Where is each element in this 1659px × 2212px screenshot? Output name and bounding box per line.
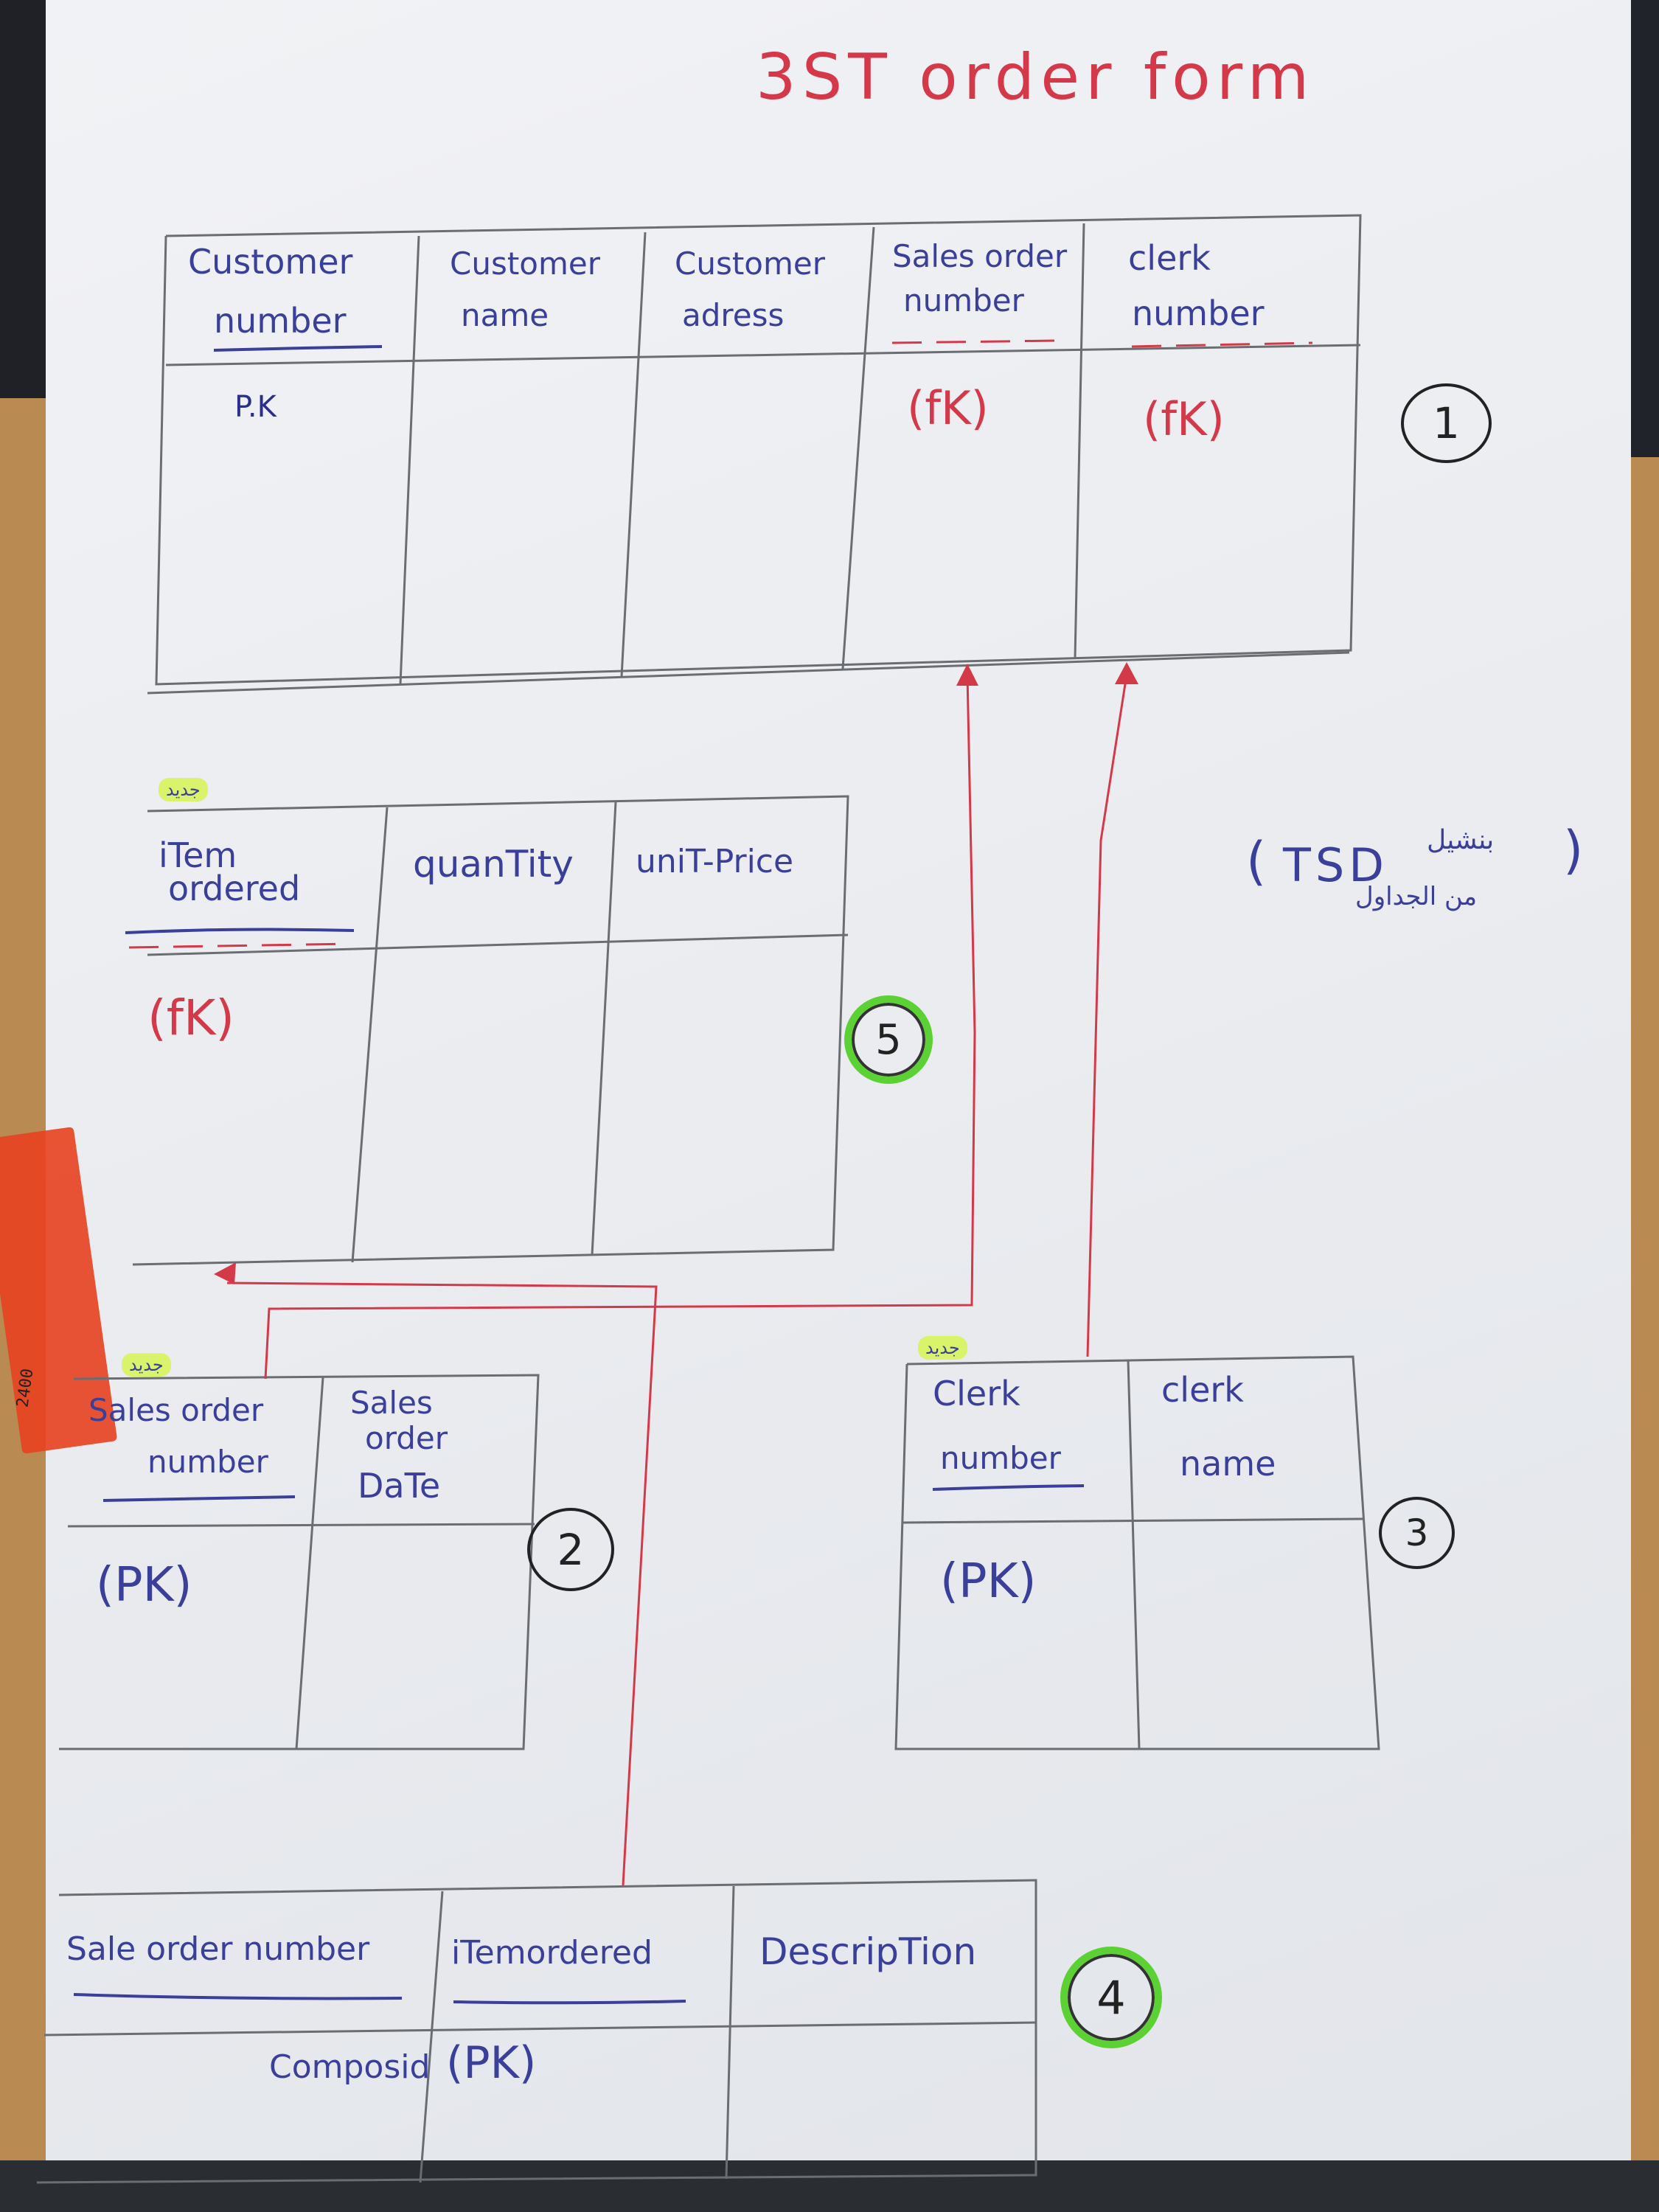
note-arabic-bottom: من الجداول [1355, 882, 1478, 911]
t5-key-1: (fK) [147, 990, 235, 1046]
table-4-header-line [44, 2021, 1037, 2037]
table-2-new-tag: جديد [122, 1353, 171, 1377]
note-paren-close: ) [1563, 820, 1584, 880]
note-paren-open: ( [1246, 831, 1267, 891]
t1-h1-line2: number [214, 301, 347, 341]
t5-h1-line1: iTem [159, 835, 237, 875]
t3-h1-line1: Clerk [933, 1374, 1020, 1413]
t1-h1-line1: Customer [188, 242, 353, 282]
table-5-number-badge: 5 [844, 995, 933, 1084]
table-2-header-line [67, 1523, 535, 1528]
table-2-number-badge: 2 [527, 1508, 614, 1591]
t4-h2: iTemordered [451, 1934, 653, 1972]
t1-key-4: (fK) [907, 381, 989, 435]
t2-h2-line1: Sales [350, 1385, 433, 1421]
t4-h3: DescripTion [759, 1930, 977, 1973]
table-4-border [36, 1879, 1037, 2184]
t1-h2-line1: Customer [450, 246, 601, 282]
table-1-number-badge: 1 [1401, 383, 1492, 463]
page-title: 3ST order form [756, 41, 1315, 114]
t3-h2-line2: name [1180, 1444, 1276, 1484]
note-tsd: TSD [1283, 838, 1388, 892]
table-5-border [132, 795, 849, 1266]
t5-h2: quanTity [413, 843, 574, 886]
t1-h5-line2: number [1132, 293, 1265, 333]
table-1-header-line [165, 344, 1361, 366]
table-1-border [155, 214, 1362, 686]
table-3-number-badge: 3 [1379, 1497, 1455, 1569]
t2-h2-line3: DaTe [358, 1466, 441, 1506]
t1-key-1: P.K [234, 390, 276, 424]
t3-key-1: (PK) [940, 1554, 1037, 1609]
t1-h4-line2: number [903, 282, 1024, 319]
t3-h1-line2: number [940, 1440, 1061, 1476]
t2-h1-line2: number [147, 1444, 268, 1480]
t1-h3-line2: adress [682, 297, 785, 333]
table-5-header-line [147, 933, 849, 956]
t5-h3: uniT-Price [636, 843, 794, 880]
t1-h2-line2: name [461, 297, 549, 333]
t1-h4-line1: Sales order [892, 238, 1068, 274]
t2-key-1: (PK) [96, 1558, 192, 1613]
t4-key-composid: Composid [269, 2048, 431, 2086]
t4-key-pk: (PK) [446, 2037, 537, 2089]
table-5-new-tag: جديد [159, 778, 208, 801]
t1-h3-line1: Customer [675, 246, 826, 282]
t5-h1-line2: ordered [168, 869, 301, 908]
t2-h1-line1: Sales order [88, 1392, 264, 1428]
desk-edge [0, 2160, 1659, 2212]
t1-h5-line1: clerk [1128, 238, 1211, 278]
t1-key-5: (fK) [1143, 392, 1225, 446]
table-4-number-badge: 4 [1060, 1947, 1162, 2048]
table-3-new-tag: جديد [918, 1336, 967, 1360]
t3-h2-line1: clerk [1161, 1370, 1244, 1410]
table-3-border [894, 1355, 1380, 1750]
t4-h1: Sale order number [66, 1930, 370, 1968]
note-arabic-top: بنشيل [1427, 825, 1495, 855]
t2-h2-line2: order [365, 1420, 448, 1456]
